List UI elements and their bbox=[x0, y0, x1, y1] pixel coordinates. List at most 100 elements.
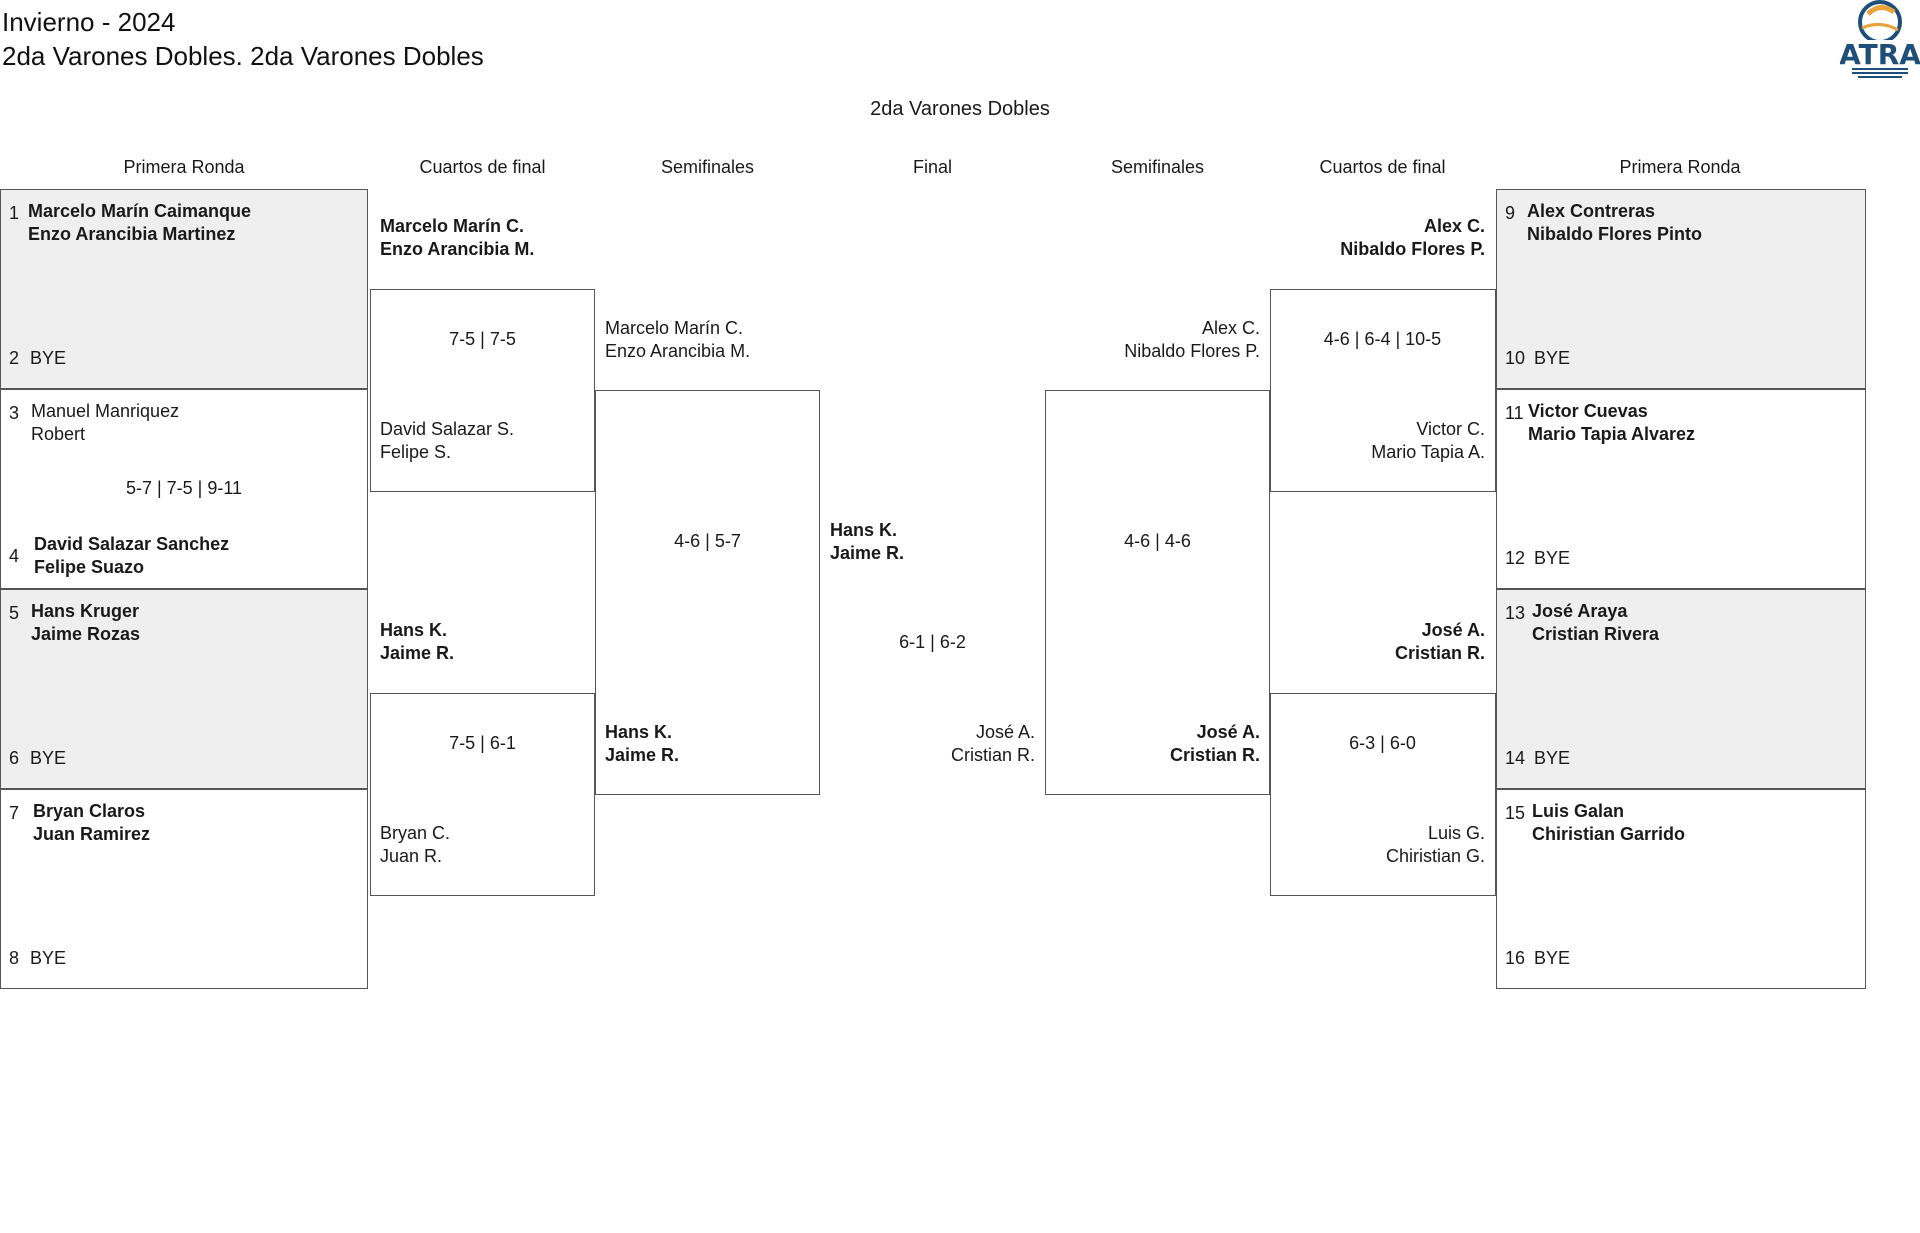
player-name: Felipe S. bbox=[380, 442, 452, 462]
seed-number: 6 bbox=[9, 748, 20, 768]
player-name: Cristian R. bbox=[1394, 643, 1485, 663]
player-name: Alex C. bbox=[1201, 318, 1260, 338]
player-name: Bryan Claros bbox=[33, 801, 146, 821]
qf1-box bbox=[370, 289, 595, 492]
player-name: Alex C. bbox=[1423, 216, 1485, 236]
player-name: Alex Contreras bbox=[1527, 201, 1656, 221]
player-name: Hans K. bbox=[605, 722, 673, 742]
player-name: Marcelo Marín C. bbox=[605, 318, 744, 338]
bracket-title: 2da Varones Dobles bbox=[870, 98, 1050, 120]
final-team-b: José A. Cristian R. bbox=[820, 721, 1035, 767]
seed-number: 11 bbox=[1505, 403, 1524, 423]
player-name: BYE bbox=[1534, 748, 1571, 768]
player-name: David Salazar S. bbox=[380, 419, 515, 439]
seed-number: 8 bbox=[9, 948, 20, 968]
player-name: Nibaldo Flores P. bbox=[1124, 341, 1260, 361]
sf1-box bbox=[595, 390, 820, 795]
player-name: Nibaldo Flores P. bbox=[1340, 239, 1485, 259]
header-right-sf: Semifinales bbox=[1110, 157, 1205, 177]
player-name: Juan R. bbox=[380, 846, 443, 866]
player-name: Chiristian G. bbox=[1385, 846, 1485, 866]
player-name: Cristian R. bbox=[950, 745, 1035, 765]
qf4-box bbox=[1270, 693, 1496, 896]
player-name: Luis Galan bbox=[1532, 801, 1625, 821]
player-name: Marcelo Marín C. bbox=[380, 216, 525, 236]
player-name: Enzo Arancibia Martinez bbox=[28, 224, 236, 244]
seed-number: 1 bbox=[9, 203, 20, 223]
season-title: Invierno - 2024 bbox=[2, 7, 176, 37]
player-name: Manuel Manriquez bbox=[31, 401, 180, 421]
seed-number: 14 bbox=[1505, 748, 1526, 768]
player-name: Jaime R. bbox=[830, 543, 905, 563]
player-name: BYE bbox=[30, 748, 67, 768]
atra-logo: ATRA bbox=[1839, 0, 1920, 82]
qf2-team-b: Bryan C. Juan R. bbox=[380, 822, 450, 868]
logo-text: ATRA bbox=[1840, 38, 1920, 71]
player-name: BYE bbox=[1534, 348, 1571, 368]
seed-number: 12 bbox=[1505, 548, 1526, 568]
seed-number: 10 bbox=[1505, 348, 1526, 368]
seed-number: 7 bbox=[9, 803, 20, 823]
seed-number: 9 bbox=[1505, 203, 1516, 223]
seed-number: 16 bbox=[1505, 948, 1526, 968]
qf3-score: 4-6 | 6-4 | 10-5 bbox=[1323, 329, 1442, 349]
player-name: Felipe Suazo bbox=[34, 557, 145, 577]
qf4-team-a: José A. Cristian R. bbox=[1270, 619, 1485, 665]
seed-number: 2 bbox=[9, 348, 20, 368]
header-right-r1: Primera Ronda bbox=[1619, 157, 1741, 177]
player-name: José A. bbox=[1196, 722, 1260, 742]
player-name: José A. bbox=[1421, 620, 1485, 640]
player-name: David Salazar Sanchez bbox=[34, 534, 230, 554]
player-name: BYE bbox=[1534, 548, 1571, 568]
qf3-box bbox=[1270, 289, 1496, 492]
sf2-team-b: José A.Cristian R. bbox=[1045, 721, 1260, 767]
seed-number: 15 bbox=[1505, 803, 1526, 823]
qf4-score: 6-3 | 6-0 bbox=[1349, 733, 1416, 753]
player-name: BYE bbox=[30, 948, 67, 968]
qf3-team-a: Alex C. Nibaldo Flores P. bbox=[1270, 215, 1485, 261]
player-name: Mario Tapia A. bbox=[1371, 442, 1485, 462]
player-name: Jaime R. bbox=[605, 745, 680, 765]
player-name: Enzo Arancibia M. bbox=[605, 341, 751, 361]
player-name: Luis G. bbox=[1427, 823, 1485, 843]
sf1-team-b: Hans K. Jaime R. bbox=[605, 721, 679, 767]
player-name: Bryan C. bbox=[380, 823, 451, 843]
qf2-score: 7-5 | 6-1 bbox=[449, 733, 516, 753]
sf2-team-a: Alex C. Nibaldo Flores P. bbox=[1045, 317, 1260, 363]
category-title: 2da Varones Dobles. 2da Varones Dobles bbox=[2, 41, 484, 71]
player-name: BYE bbox=[1534, 948, 1571, 968]
player-name: Victor C. bbox=[1416, 419, 1485, 439]
qf2-team-a: Hans K.Jaime R. bbox=[380, 619, 454, 665]
player-name: Hans Kruger bbox=[31, 601, 140, 621]
header-final: Final bbox=[912, 157, 952, 177]
qf2-box bbox=[370, 693, 595, 896]
final-score: 6-1 | 6-2 bbox=[899, 632, 966, 652]
player-name: Marcelo Marín Caimanque bbox=[28, 201, 252, 221]
player-name: Hans K. bbox=[830, 520, 898, 540]
final-team-a: Hans K. Jaime R. bbox=[830, 519, 904, 565]
seed-number: 13 bbox=[1505, 603, 1526, 623]
player-name: Hans K. bbox=[380, 620, 448, 640]
qf1-team-b: David Salazar S. Felipe S. bbox=[380, 418, 514, 464]
player-name: José A. bbox=[975, 722, 1035, 742]
header-left-r1: Primera Ronda bbox=[123, 157, 245, 177]
r1-score: 5-7 | 7-5 | 9-11 bbox=[125, 478, 243, 498]
player-name: Victor Cuevas bbox=[1528, 401, 1648, 421]
qf3-team-b: Victor C. Mario Tapia A. bbox=[1270, 418, 1485, 464]
player-name: Jaime Rozas bbox=[31, 624, 141, 644]
header-left-sf: Semifinales bbox=[660, 157, 755, 177]
player-name: Juan Ramirez bbox=[33, 824, 151, 844]
seed-number: 4 bbox=[9, 546, 20, 566]
player-name: José Araya bbox=[1532, 601, 1628, 621]
sf2-score: 4-6 | 4-6 bbox=[1124, 531, 1191, 551]
header-left-qf: Cuartos de final bbox=[419, 157, 546, 177]
qf1-team-a: Marcelo Marín C.Enzo Arancibia M. bbox=[380, 215, 534, 261]
player-name: Cristian Rivera bbox=[1532, 624, 1660, 644]
